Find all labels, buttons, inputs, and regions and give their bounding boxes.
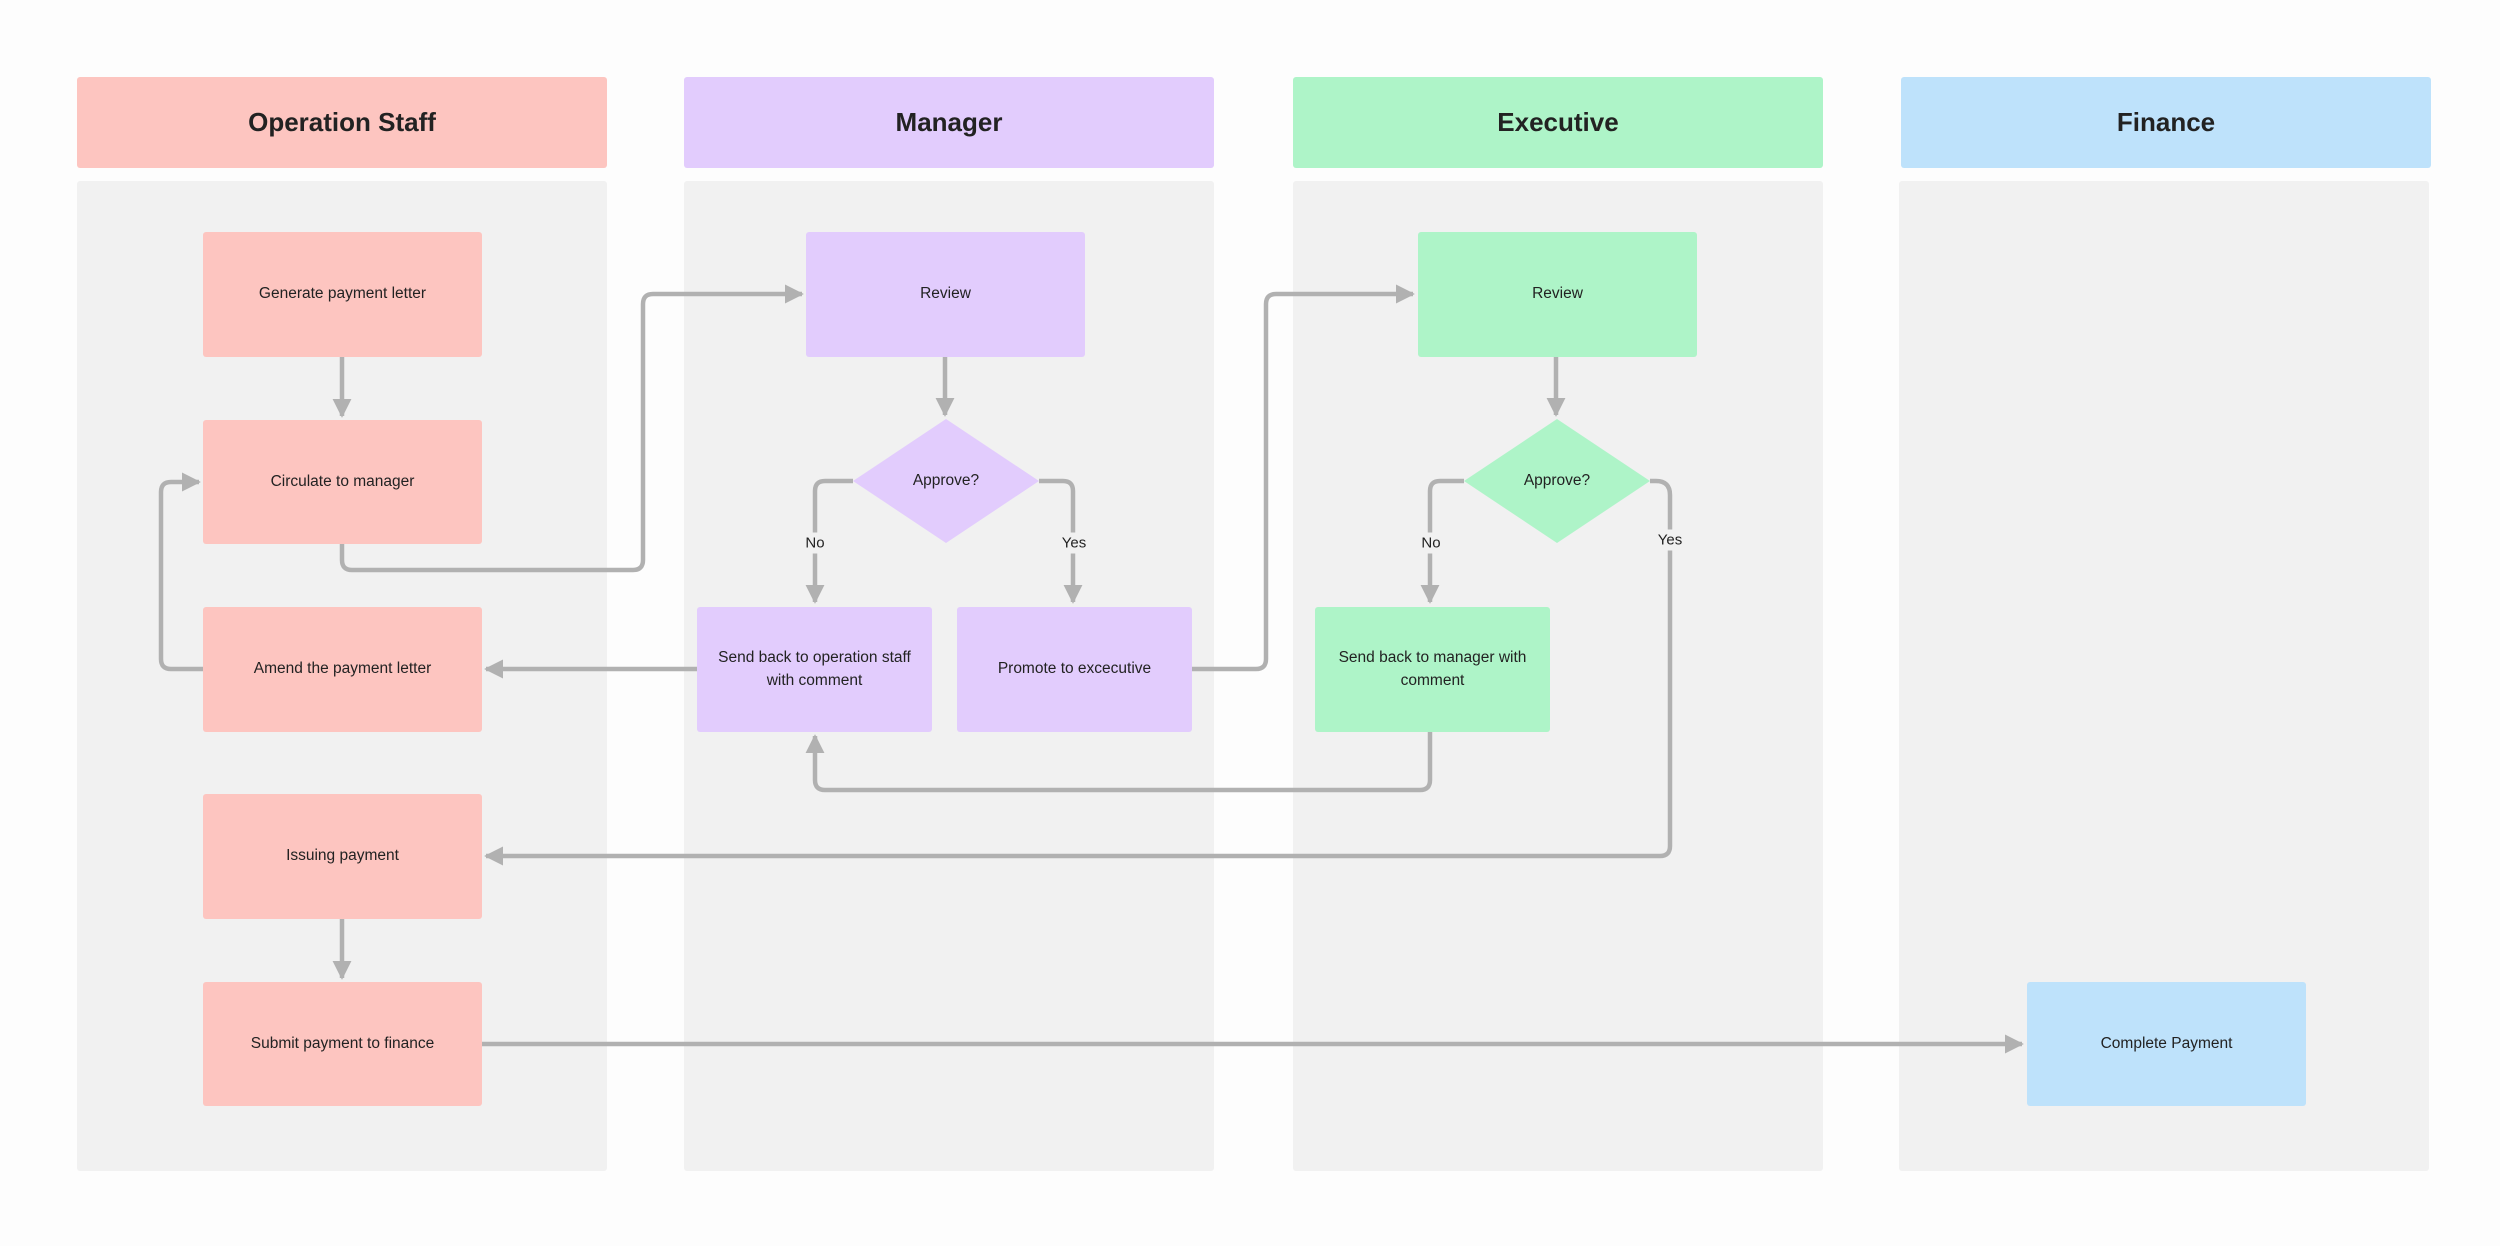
lane-header-executive: Executive xyxy=(1293,77,1823,168)
edge-amend-to-circulate xyxy=(158,472,203,672)
issuing-payment-node[interactable]: Issuing payment xyxy=(203,794,482,919)
executive-no-label: No xyxy=(1417,532,1445,554)
manager-no-label: No xyxy=(801,532,829,554)
edge-promote-to-executive-review xyxy=(1192,284,1415,672)
manager-review-node[interactable]: Review xyxy=(806,232,1085,357)
send-back-to-manager-node[interactable]: Send back to manager with comment xyxy=(1315,607,1550,732)
executive-yes-label: Yes xyxy=(1653,529,1687,551)
circulate-to-manager-node[interactable]: Circulate to manager xyxy=(203,420,482,544)
executive-review-node[interactable]: Review xyxy=(1418,232,1697,357)
edge-manager-approve-no xyxy=(805,478,853,604)
edge-manager-approve-yes xyxy=(1039,478,1083,604)
lane-header-finance: Finance xyxy=(1901,77,2431,168)
complete-payment-node[interactable]: Complete Payment xyxy=(2027,982,2306,1106)
amend-payment-letter-node[interactable]: Amend the payment letter xyxy=(203,607,482,732)
lane-header-manager: Manager xyxy=(684,77,1214,168)
lane-header-operation-staff: Operation Staff xyxy=(77,77,607,168)
manager-yes-label: Yes xyxy=(1057,532,1091,554)
edge-send-back-to-manager xyxy=(805,732,1433,793)
manager-approve-diamond[interactable] xyxy=(853,419,1039,543)
submit-payment-to-finance-node[interactable]: Submit payment to finance xyxy=(203,982,482,1106)
promote-to-executive-node[interactable]: Promote to excecutive xyxy=(957,607,1192,732)
edge-circulate-to-manager-review xyxy=(339,284,804,573)
executive-approve-label: Approve? xyxy=(1523,472,1591,489)
executive-approve-diamond[interactable] xyxy=(1464,419,1650,543)
edge-executive-approve-no xyxy=(1420,478,1464,604)
edge-executive-approve-yes xyxy=(484,478,1673,866)
generate-payment-letter-node[interactable]: Generate payment letter xyxy=(203,232,482,357)
manager-approve-label: Approve? xyxy=(912,472,980,489)
send-back-to-operation-node[interactable]: Send back to operation staff with commen… xyxy=(697,607,932,732)
